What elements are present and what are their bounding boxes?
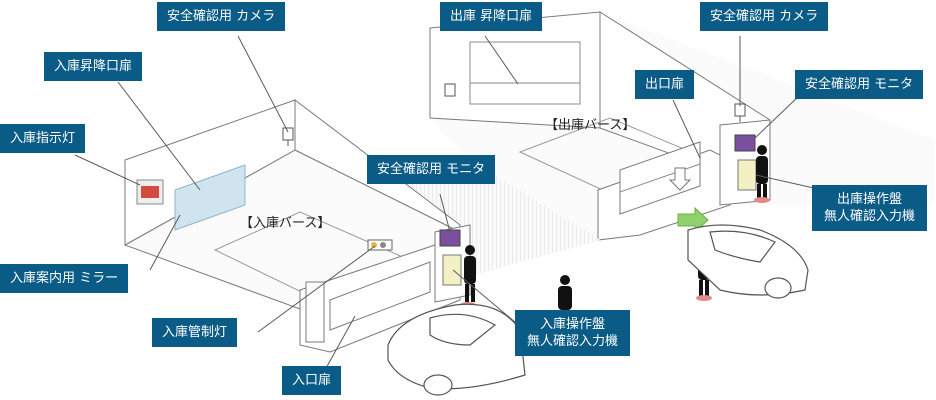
label-exit-panel: 出庫操作盤 無人確認入力機 xyxy=(812,185,928,231)
car-entry xyxy=(387,303,526,396)
person-entry-panel xyxy=(464,245,476,302)
entry-booth xyxy=(123,98,471,353)
exit-booth-caption: 【出庫バース】 xyxy=(545,118,636,133)
entry-booth-caption: 【入庫バース】 xyxy=(240,216,331,231)
label-exit-shutter: 出庫 昇降口扉 xyxy=(440,2,543,31)
label-entry-door: 入口扉 xyxy=(282,366,342,395)
leader-lines xyxy=(74,35,846,371)
green-arrow-icon xyxy=(677,206,709,234)
camera-exit-back-icon xyxy=(444,83,456,97)
label-safety-camera-right: 安全確認用 カメラ xyxy=(700,2,829,31)
label-entry-guide-mirror: 入庫案内用 ミラー xyxy=(0,264,129,293)
entry-indicator-lamp xyxy=(136,179,164,205)
label-exit-panel-line1: 出庫操作盤 xyxy=(837,192,903,207)
car-exit xyxy=(687,224,809,299)
entry-mirror xyxy=(174,164,246,231)
camera-left-icon xyxy=(282,127,294,146)
label-entry-panel: 入庫操作盤 無人確認入力機 xyxy=(515,310,631,356)
exit-panel xyxy=(737,159,757,191)
label-safety-monitor-right: 安全確認用 モニタ xyxy=(795,70,924,99)
label-entry-control-lamp: 入庫管制灯 xyxy=(152,318,238,347)
label-entry-shutter: 入庫昇降口扉 xyxy=(44,52,143,81)
spot-exit-car xyxy=(696,295,712,301)
person-center xyxy=(558,275,572,310)
entry-panel xyxy=(442,254,462,286)
label-exit-panel-line2: 無人確認入力機 xyxy=(824,209,916,224)
label-entry-panel-line2: 無人確認入力機 xyxy=(527,334,619,349)
spot-exit-panel xyxy=(754,197,770,203)
label-entry-indicator-lamp: 入庫指示灯 xyxy=(0,124,86,153)
label-safety-camera-left: 安全確認用 カメラ xyxy=(157,2,286,31)
label-safety-monitor-center: 安全確認用 モニタ xyxy=(367,155,496,184)
monitor-center xyxy=(439,229,461,247)
down-arrow-icon xyxy=(668,167,692,191)
label-entry-panel-line1: 入庫操作盤 xyxy=(540,317,606,332)
monitor-right xyxy=(734,134,756,152)
entry-control-lamp xyxy=(367,239,393,251)
label-exit-door: 出口扉 xyxy=(635,70,695,99)
